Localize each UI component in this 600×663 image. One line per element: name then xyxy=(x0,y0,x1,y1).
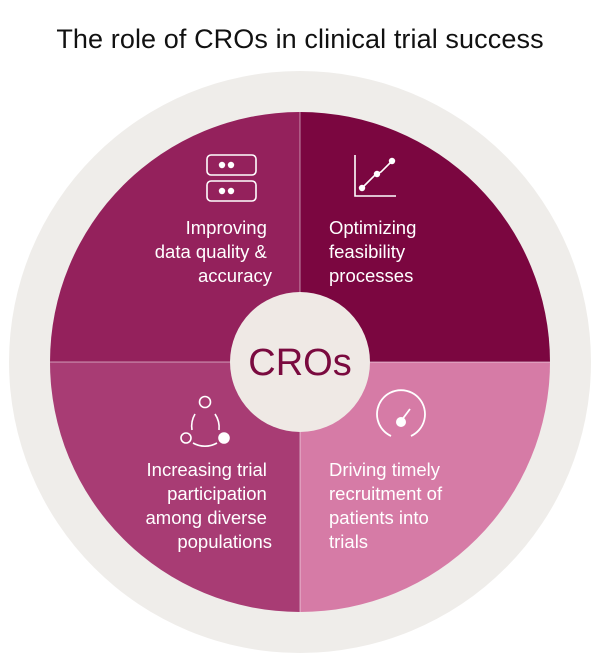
quadrant-text-line: Increasing trial xyxy=(147,459,267,480)
center-circle xyxy=(230,292,370,432)
quadrant-text-line: Optimizing xyxy=(329,217,416,238)
quadrant-top-right-text: Optimizing feasibility processes xyxy=(329,217,422,286)
quadrant-bottom-right xyxy=(300,362,550,612)
quadrant-bottom-right-text: Driving timely recruitment of patients i… xyxy=(329,459,447,552)
quadrant-top-left-text: Improving data quality & accuracy xyxy=(155,217,273,286)
quadrant-text-line: Improving xyxy=(186,217,267,238)
page-title: The role of CROs in clinical trial succe… xyxy=(56,24,544,54)
quadrant-text-line: processes xyxy=(329,265,413,286)
quadrant-text-line: patients into xyxy=(329,507,429,528)
quadrant-top-right xyxy=(300,112,550,362)
quadrant-text-line: recruitment of xyxy=(329,483,443,504)
quadrant-text-line: populations xyxy=(177,531,272,552)
database-server-icon xyxy=(206,154,257,202)
line-chart-icon xyxy=(354,155,396,197)
quadrant-bottom-left-text: Increasing trial participation among div… xyxy=(146,459,272,552)
quadrant-text-line: feasibility xyxy=(329,241,406,262)
center-label: CROs xyxy=(248,342,351,384)
gauge-icon xyxy=(376,389,426,437)
quadrant-text-line: Driving timely xyxy=(329,459,441,480)
quadrant-text-line: data quality & xyxy=(155,241,268,262)
quadrant-text-line: participation xyxy=(167,483,267,504)
quadrant-bottom-left xyxy=(50,362,300,612)
quadrant-text-line: accuracy xyxy=(198,265,273,286)
quadrant-text-line: among diverse xyxy=(146,507,267,528)
network-nodes-icon xyxy=(180,395,230,447)
quadrant-text-line: trials xyxy=(329,531,368,552)
